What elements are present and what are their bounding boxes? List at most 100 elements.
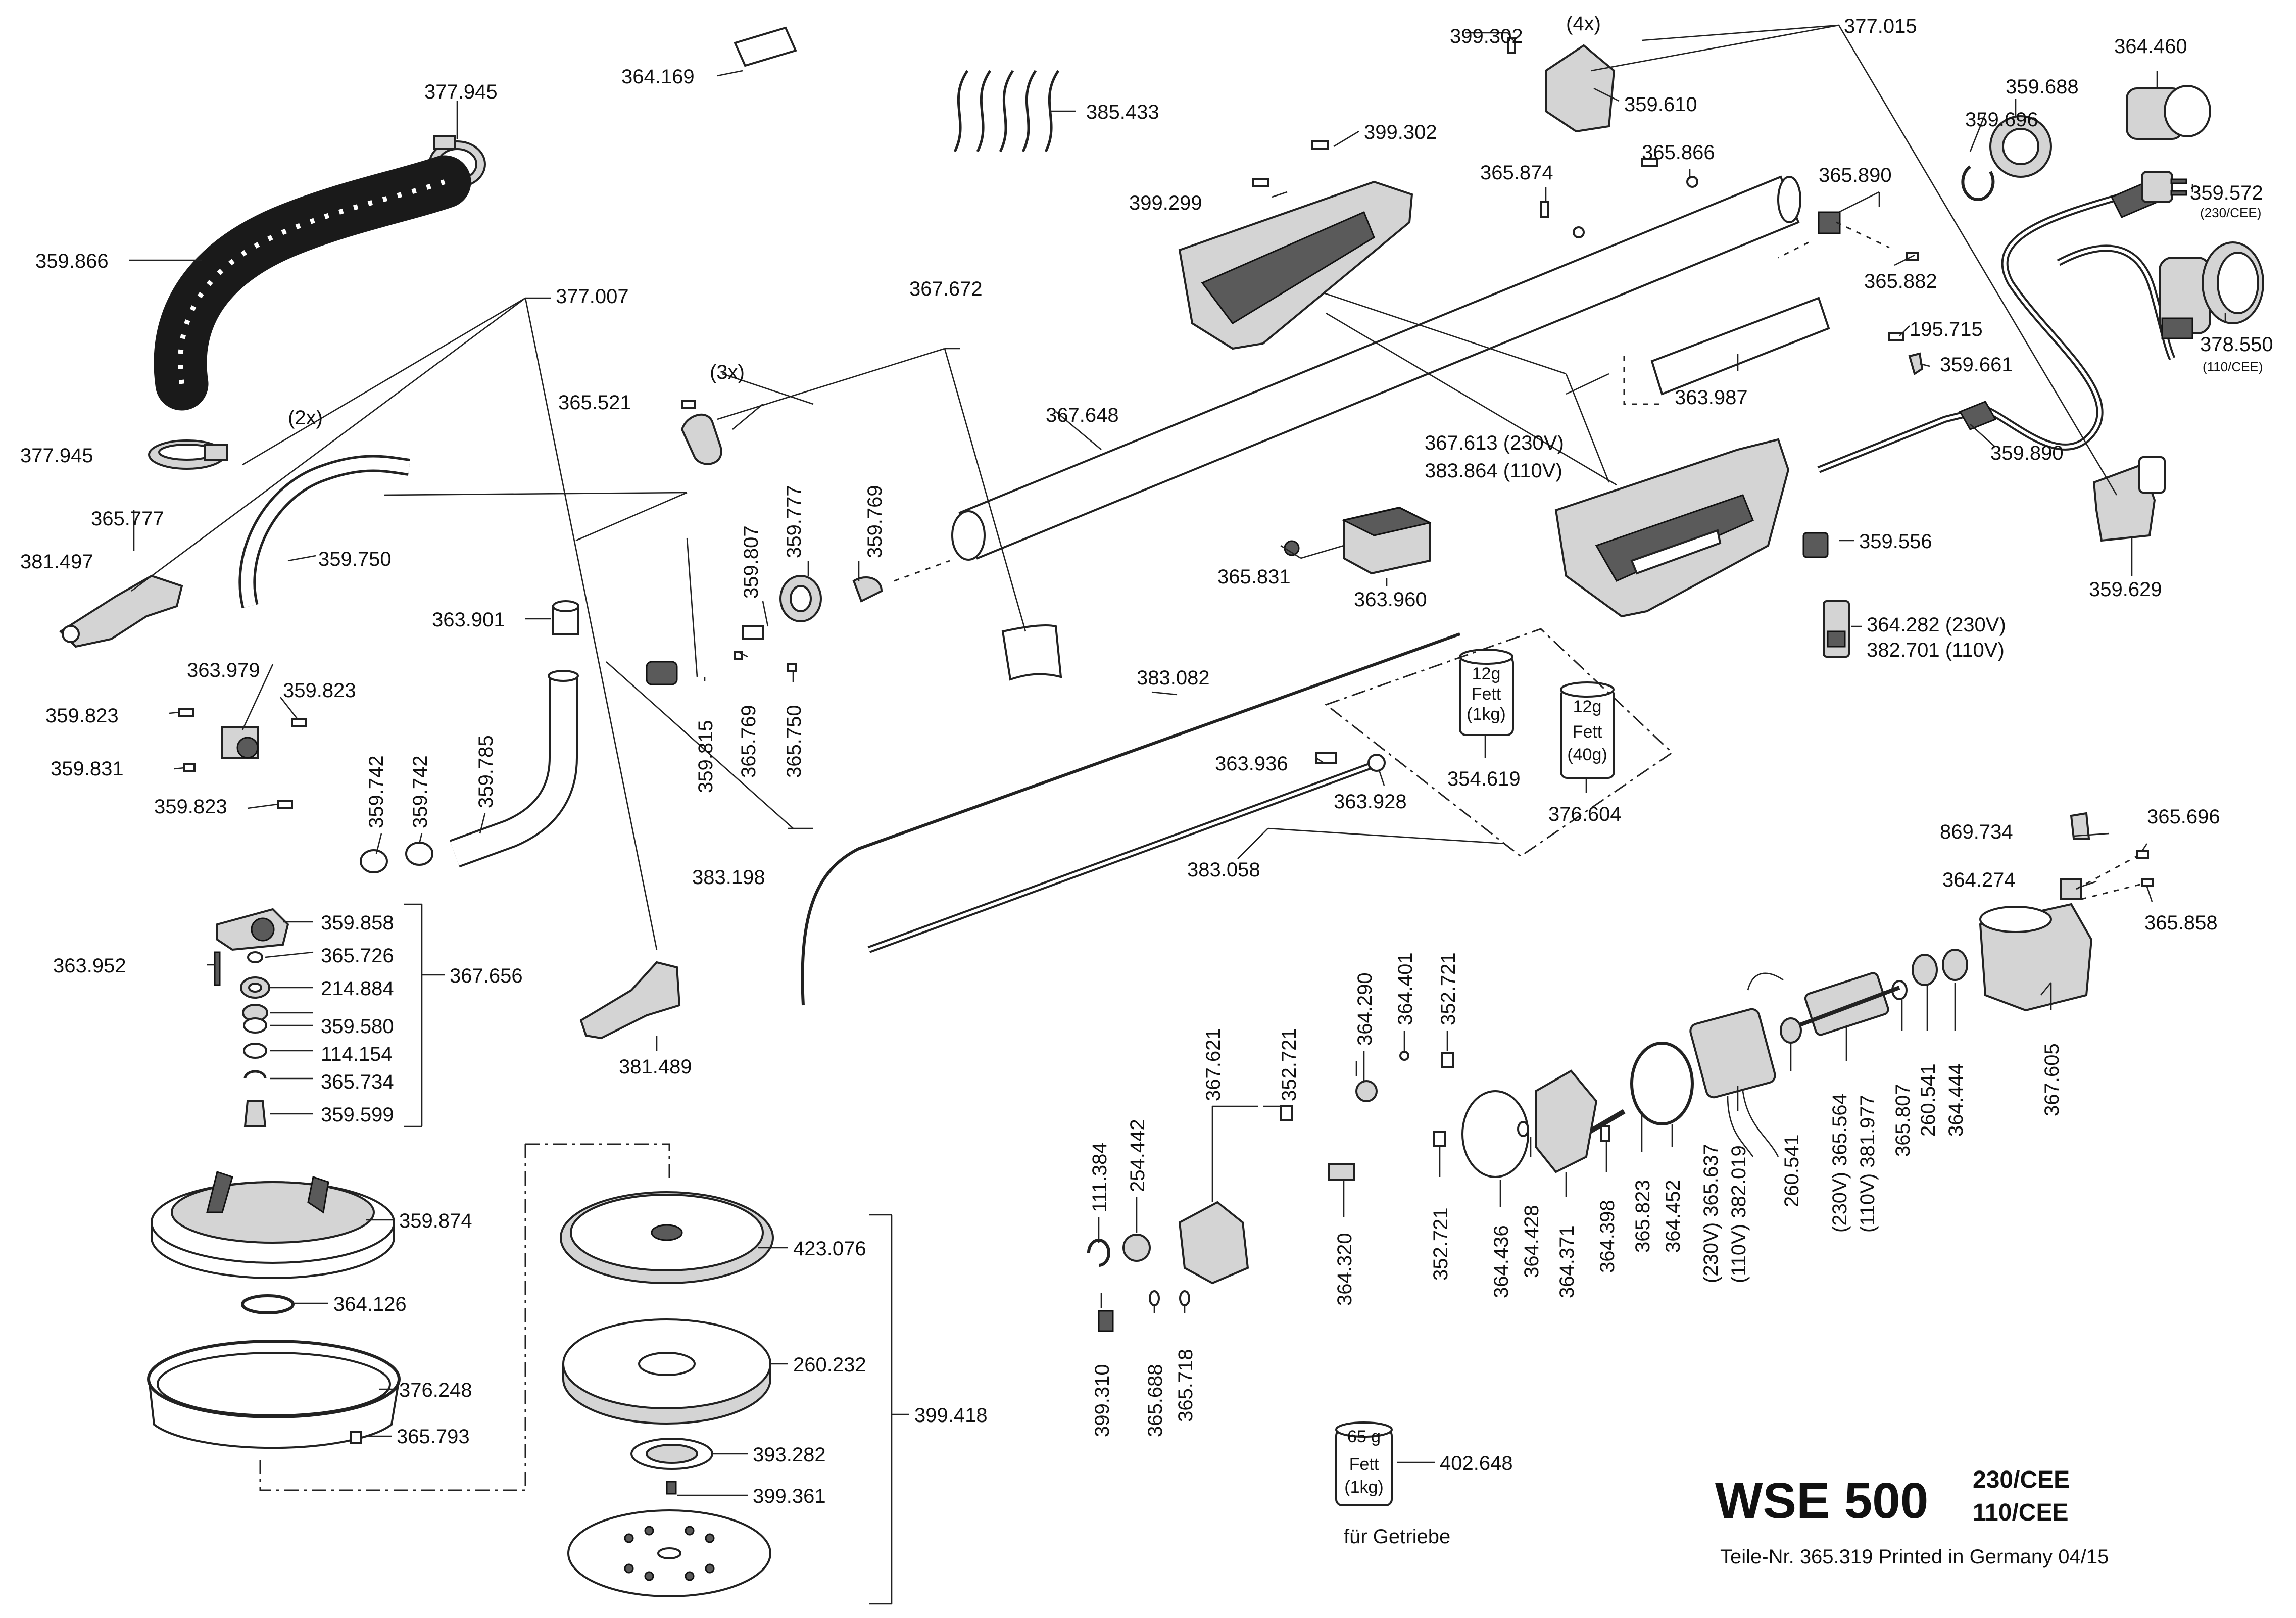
label-111384: 111.384 (1089, 1142, 1111, 1212)
label-365734: 365.734 (321, 1071, 394, 1093)
bearing-stack-part (214, 908, 289, 1127)
label-376604: 376.604 (1548, 803, 1622, 825)
label-363901: 363.901 (432, 609, 505, 631)
switch-359556-part (1802, 532, 1829, 558)
cap-359610-part (1545, 44, 1616, 133)
label-359661: 359.661 (1940, 354, 2013, 376)
label-423076: 423.076 (793, 1238, 866, 1260)
label-365890: 365.890 (1819, 164, 1892, 186)
label-354619: 354.619 (1447, 768, 1521, 790)
label-364428: 364.428 (1521, 1205, 1543, 1278)
handle-housing-right-part (1554, 438, 1790, 618)
grease-note: für Getriebe (1344, 1526, 1450, 1548)
label-359572-note: (230/CEE) (2200, 205, 2261, 220)
label-383082: 383.082 (1137, 667, 1210, 689)
jar-c-weight: 65 g (1347, 1427, 1381, 1446)
bracket-381489-part (579, 961, 681, 1040)
label-385433: 385.433 (1086, 101, 1159, 123)
main-tube-367648-part (951, 175, 1801, 561)
label-364436: 364.436 (1490, 1225, 1512, 1298)
label-402648: 402.648 (1440, 1452, 1513, 1475)
label-359742-a: 359.742 (365, 755, 387, 828)
label-364452: 364.452 (1662, 1180, 1684, 1253)
jar-a-size: (1kg) (1467, 705, 1505, 724)
foam-pad-260232-part (562, 1318, 771, 1425)
label-367613: 367.613 (230V) (1425, 432, 1564, 454)
model-name: WSE 500 (1715, 1473, 1928, 1529)
bracket-381497-part (59, 574, 183, 648)
gear-head-part (1178, 1201, 1249, 1285)
label-365866: 365.866 (1642, 141, 1715, 164)
capacitor-part (1823, 600, 1850, 658)
label-363952: 363.952 (53, 955, 126, 977)
label-352721-b: 352.721 (1437, 952, 1459, 1025)
label-399302-b: 399.302 (1364, 121, 1437, 143)
label-260541-b: 260.541 (1917, 1063, 1939, 1137)
hose-connector-359629-part (2092, 456, 2166, 542)
label-364320: 364.320 (1334, 1233, 1356, 1306)
label-364444: 364.444 (1945, 1063, 1967, 1137)
label-359890: 359.890 (1990, 442, 2064, 464)
hose-clamp-lower-part (148, 439, 228, 470)
label-359742-b: 359.742 (409, 755, 431, 828)
model-variant-b: 110/CEE (1973, 1499, 2068, 1526)
label-364460: 364.460 (2114, 35, 2187, 58)
label-382701: 382.701 (110V) (1867, 639, 2005, 661)
label-381977: (110V) 381.977 (1857, 1095, 1879, 1233)
label-365637: (230V) 365.637 (1700, 1144, 1722, 1283)
label-254442: 254.442 (1127, 1119, 1149, 1192)
channel-363987-part (1650, 297, 1830, 396)
label-364398: 364.398 (1596, 1200, 1619, 1273)
spring-359815-part (646, 661, 678, 685)
label-364274: 364.274 (1942, 869, 2016, 891)
o-ring-364126-part (241, 1294, 295, 1314)
plug-110v-part (2159, 241, 2264, 339)
grease-jar-c-part (1335, 1421, 1393, 1506)
gear-flange-part (1535, 1069, 1598, 1173)
handle-housing-left-part (1178, 180, 1413, 350)
motor-housing-part (1979, 903, 2093, 1012)
label-363928: 363.928 (1334, 791, 1407, 813)
label-359823-b: 359.823 (283, 679, 356, 702)
qty-2x: (2x) (288, 407, 323, 429)
label-260541-a: 260.541 (1781, 1134, 1803, 1207)
jar-a-weight: 12g (1472, 664, 1501, 683)
label-383058: 383.058 (1187, 859, 1260, 881)
electronics-box-part (1341, 506, 1432, 575)
label-363979: 363.979 (187, 659, 260, 681)
label-869734: 869.734 (1940, 821, 2013, 843)
label-365807: 365.807 (1892, 1084, 1914, 1157)
label-359858: 359.858 (321, 912, 394, 934)
label-364290: 364.290 (1354, 972, 1376, 1046)
label-367656: 367.656 (450, 965, 523, 987)
label-352721-a: 352.721 (1278, 1028, 1300, 1101)
label-364401: 364.401 (1394, 952, 1416, 1025)
centre-disc-393282-part (630, 1438, 713, 1470)
label-365777: 365.777 (91, 508, 164, 530)
label-363960: 363.960 (1354, 589, 1427, 611)
knurled-nut-part (1989, 115, 2052, 178)
label-359610: 359.610 (1624, 93, 1697, 116)
label-214884: 214.884 (321, 977, 394, 1000)
block-365890-part (1818, 211, 1841, 234)
model-variant-a: 230/CEE (1973, 1466, 2070, 1493)
label-359807: 359.807 (740, 525, 762, 599)
label-399302-a: 399.302 (1450, 25, 1523, 47)
clip-365521-part (680, 413, 722, 465)
jar-c-size: (1kg) (1344, 1478, 1383, 1497)
label-359572: 359.572 (2190, 182, 2263, 204)
label-381489: 381.489 (619, 1056, 692, 1078)
label-365874: 365.874 (1480, 162, 1553, 184)
label-365882: 365.882 (1864, 270, 1937, 292)
label-359696: 359.696 (1965, 109, 2038, 131)
label-359750: 359.750 (318, 548, 392, 570)
label-359823-c: 359.823 (154, 796, 227, 818)
tube-clip-part (1001, 624, 1062, 681)
label-399418: 399.418 (914, 1404, 988, 1427)
label-367648: 367.648 (1046, 404, 1119, 426)
label-359688: 359.688 (2006, 76, 2079, 98)
label-382019: (110V) 382.019 (1728, 1145, 1750, 1283)
elbow-tube-359785-part (450, 670, 579, 868)
sanding-plate-423076-part (560, 1191, 774, 1284)
label-strip-part (734, 26, 797, 67)
